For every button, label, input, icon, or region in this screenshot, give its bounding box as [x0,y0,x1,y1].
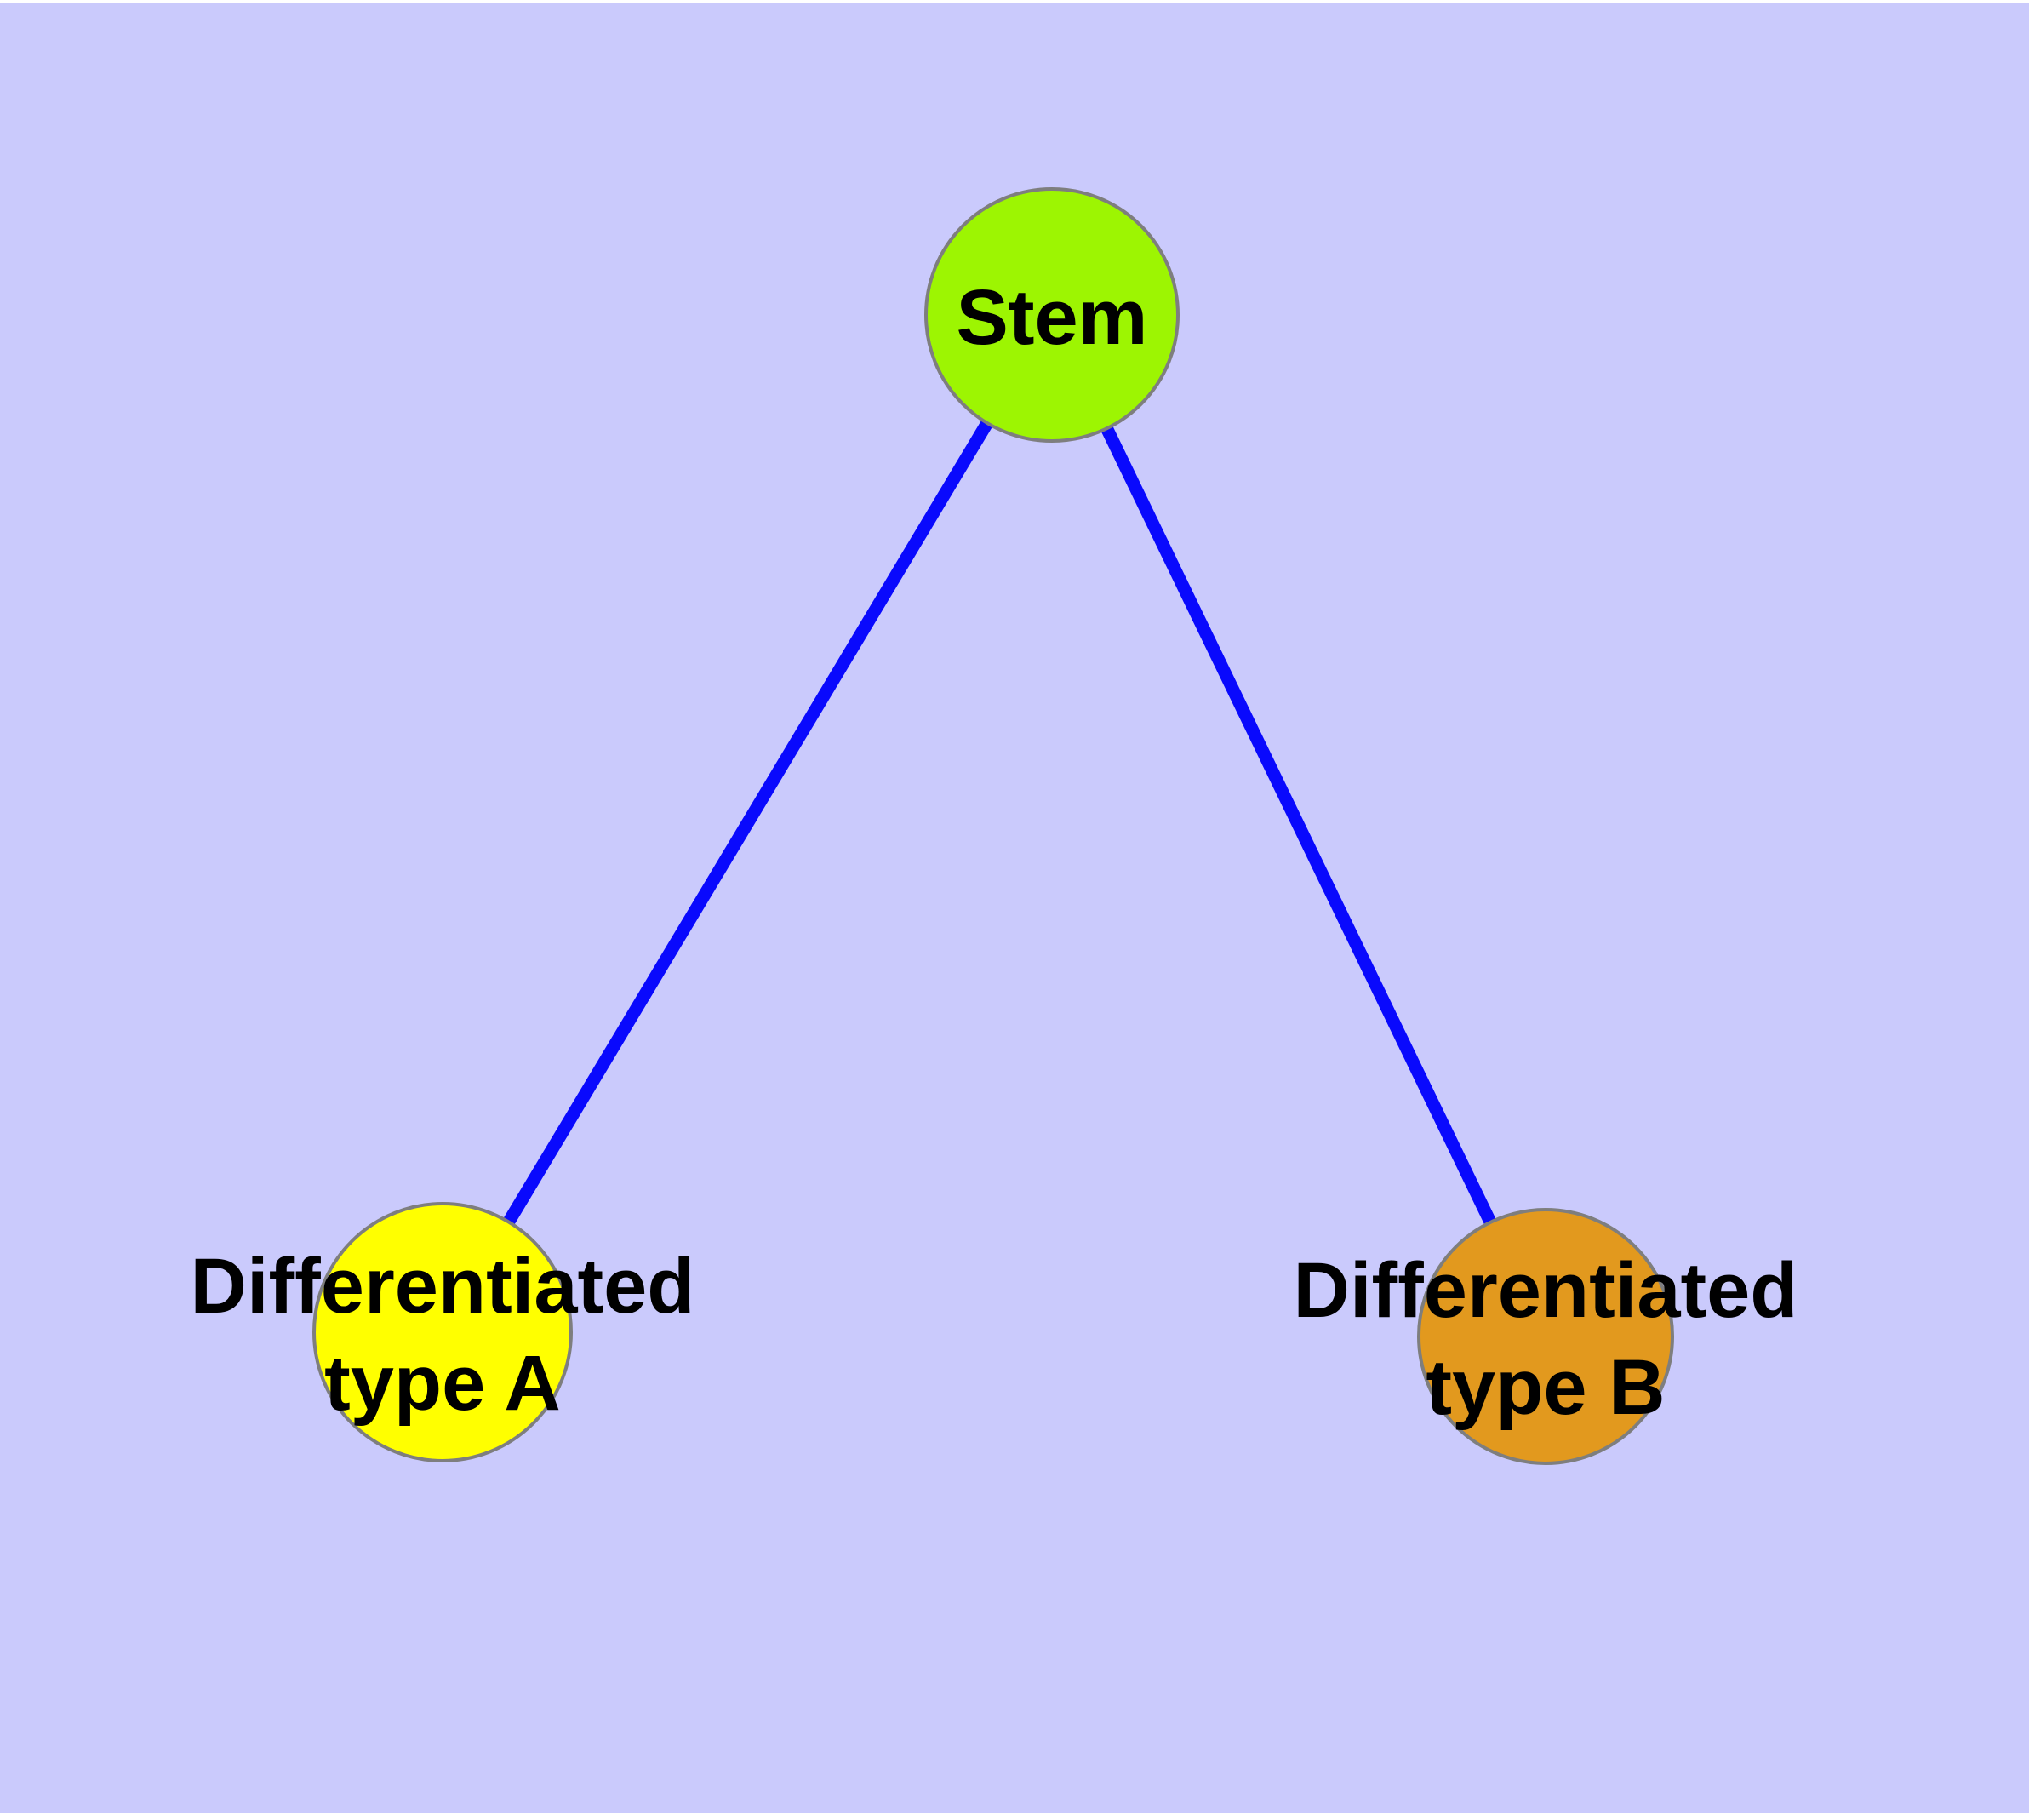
node-diff-b [1417,1208,1674,1465]
node-label-stem: Stem [957,274,1148,361]
edge-stem-diff-a [437,312,1058,1336]
edge-stem-diff-b [1046,312,1552,1340]
node-stem [924,187,1180,443]
node-diff-a [312,1202,573,1462]
